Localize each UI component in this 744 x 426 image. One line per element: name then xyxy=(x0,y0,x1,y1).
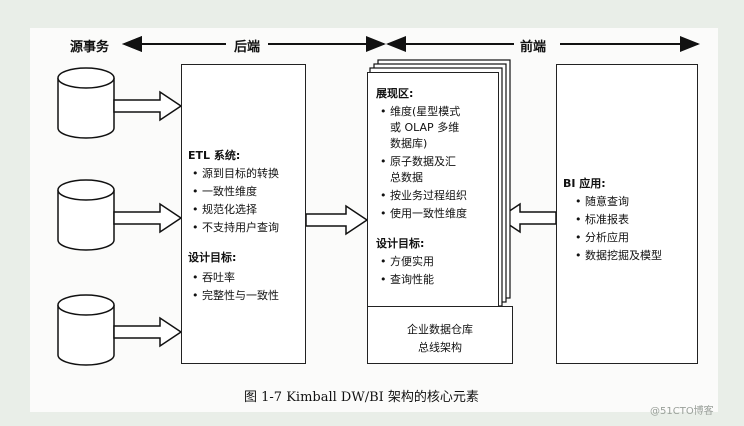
presentation-item-2: • 原子数据及汇 xyxy=(380,155,456,168)
source2-to-etl-arrow xyxy=(113,202,183,234)
presentation-item-1-line3: 数据库) xyxy=(390,137,428,150)
source-database-2 xyxy=(57,179,115,251)
presentation-title: 展现区: xyxy=(376,87,414,100)
presentation-item-1: • 维度(星型模式 xyxy=(380,105,461,118)
source-transactions-label: 源事务 xyxy=(70,40,110,55)
presentation-area-box: 展现区: • 维度(星型模式 或 OLAP 多维 数据库) • 原子数据及汇 总… xyxy=(367,72,499,311)
etl-system-box: ETL 系统: • 源到目标的转换 • 一致性维度 • 规范化选择 • 不支持用… xyxy=(181,64,306,364)
source3-to-etl-arrow xyxy=(113,316,183,348)
bi-item-1: • 随意查询 xyxy=(575,195,629,208)
presentation-item-4: • 使用一致性维度 xyxy=(380,207,467,220)
etl-goal-1: • 吞吐率 xyxy=(192,271,235,284)
source-database-1 xyxy=(57,67,115,139)
figure-caption: 图 1-7 Kimball DW/BI 架构的核心元素 xyxy=(244,390,479,405)
presentation-goals-title: 设计目标: xyxy=(376,237,425,250)
backend-label: 后端 xyxy=(234,40,261,55)
bus-architecture-box: 企业数据仓库 总线架构 xyxy=(367,306,513,364)
etl-goal-2: • 完整性与一致性 xyxy=(192,289,279,302)
bus-architecture-line1: 企业数据仓库 xyxy=(407,323,473,336)
presentation-item-2-line2: 总数据 xyxy=(390,171,423,184)
presentation-item-3: • 按业务过程组织 xyxy=(380,189,467,202)
bi-applications-box: BI 应用: • 随意查询 • 标准报表 • 分析应用 • 数据挖掘及模型 xyxy=(556,64,698,364)
source1-to-etl-arrow xyxy=(113,90,183,122)
etl-title: ETL 系统: xyxy=(188,149,241,162)
watermark: @51CTO博客 xyxy=(650,406,714,417)
etl-item-4: • 不支持用户查询 xyxy=(192,221,279,234)
etl-goals-title: 设计目标: xyxy=(188,251,237,264)
bi-item-2: • 标准报表 xyxy=(575,213,629,226)
etl-item-2: • 一致性维度 xyxy=(192,185,257,198)
frontend-label: 前端 xyxy=(520,40,547,55)
etl-to-presentation-arrow xyxy=(305,204,369,236)
bus-architecture-line2: 总线架构 xyxy=(418,341,462,354)
presentation-goal-1: • 方便实用 xyxy=(380,255,434,268)
presentation-item-1-line2: 或 OLAP 多维 xyxy=(390,121,460,134)
presentation-goal-2: • 查询性能 xyxy=(380,273,434,286)
bi-title: BI 应用: xyxy=(563,177,606,190)
bi-item-3: • 分析应用 xyxy=(575,231,629,244)
source-database-3 xyxy=(57,294,115,366)
etl-item-3: • 规范化选择 xyxy=(192,203,257,216)
bi-item-4: • 数据挖掘及模型 xyxy=(575,249,662,262)
etl-item-1: • 源到目标的转换 xyxy=(192,167,279,180)
